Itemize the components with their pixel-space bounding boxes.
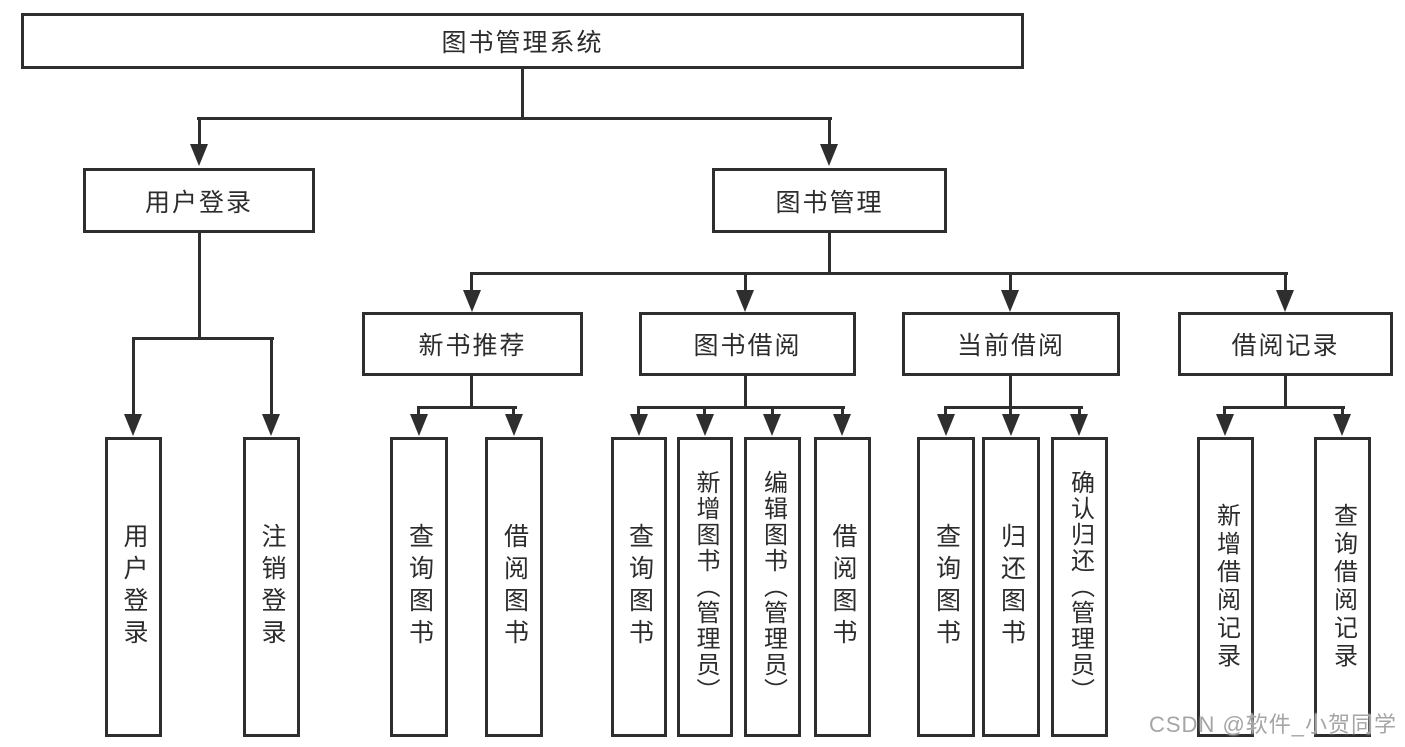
leaf-add-borrow-record-label: 新增借阅记录 xyxy=(1212,503,1240,671)
node-new-book-recommend: 新书推荐 xyxy=(362,312,583,376)
leaf-query-books-recommend-label: 查询图书 xyxy=(405,523,434,651)
leaf-add-books-admin-label: 新增图书（管理员） xyxy=(692,470,719,704)
connector-line xyxy=(828,233,831,275)
connector-line xyxy=(470,272,1288,275)
leaf-query-borrow-record-label: 查询借阅记录 xyxy=(1329,503,1357,671)
leaf-confirm-return-admin: 确认归还（管理员） xyxy=(1051,437,1108,737)
node-current-borrow-label: 当前借阅 xyxy=(956,332,1065,360)
connector-line xyxy=(132,337,274,340)
arrowhead-down-icon xyxy=(736,290,754,312)
connector-line xyxy=(1009,409,1012,417)
node-borrow-records-label: 借阅记录 xyxy=(1231,332,1340,360)
leaf-borrow-books-recommend-label: 借阅图书 xyxy=(500,523,529,651)
connector-line xyxy=(841,409,844,417)
csdn-watermark: CSDN @软件_小贺同学 xyxy=(1149,712,1398,737)
connector-line xyxy=(1009,376,1012,409)
leaf-add-borrow-record: 新增借阅记录 xyxy=(1197,437,1254,737)
connector-line xyxy=(1341,409,1344,417)
connector-line xyxy=(828,120,831,146)
leaf-borrow-books-recommend: 借阅图书 xyxy=(485,437,543,737)
arrowhead-down-icon xyxy=(505,414,523,436)
node-current-borrow: 当前借阅 xyxy=(902,312,1120,376)
connector-line xyxy=(1284,275,1287,292)
connector-line xyxy=(270,340,273,416)
connector-line xyxy=(1223,406,1345,409)
leaf-user-login: 用户登录 xyxy=(105,437,162,737)
connector-line xyxy=(944,406,1083,409)
arrowhead-down-icon xyxy=(1070,414,1088,436)
arrowhead-down-icon xyxy=(262,414,280,436)
arrowhead-down-icon xyxy=(410,414,428,436)
node-new-book-recommend-label: 新书推荐 xyxy=(418,332,527,360)
connector-line xyxy=(512,409,515,417)
node-user-login: 用户登录 xyxy=(83,168,315,233)
connector-line xyxy=(703,409,706,417)
arrowhead-down-icon xyxy=(833,414,851,436)
node-book-management-label: 图书管理 xyxy=(775,188,884,217)
node-book-borrow-label: 图书借阅 xyxy=(693,332,802,360)
leaf-query-books-borrow-label: 查询图书 xyxy=(625,523,654,651)
arrowhead-down-icon xyxy=(820,144,838,166)
leaf-query-books-current-label: 查询图书 xyxy=(932,523,961,651)
leaf-user-login-label: 用户登录 xyxy=(120,523,148,651)
connector-line xyxy=(771,409,774,417)
arrowhead-down-icon xyxy=(630,414,648,436)
arrowhead-down-icon xyxy=(1276,290,1294,312)
connector-line xyxy=(637,406,845,409)
connector-line xyxy=(1009,275,1012,292)
leaf-return-books-label: 归还图书 xyxy=(997,523,1026,651)
leaf-logout-label: 注销登录 xyxy=(258,523,286,651)
arrowhead-down-icon xyxy=(696,414,714,436)
connector-line xyxy=(744,376,747,409)
leaf-borrow-books: 借阅图书 xyxy=(814,437,871,737)
node-user-login-label: 用户登录 xyxy=(144,188,253,217)
arrowhead-down-icon xyxy=(463,290,481,312)
node-book-management: 图书管理 xyxy=(712,168,947,233)
connector-line xyxy=(198,120,201,146)
leaf-query-borrow-record: 查询借阅记录 xyxy=(1314,437,1371,737)
connector-line xyxy=(417,409,420,417)
leaf-return-books: 归还图书 xyxy=(982,437,1040,737)
leaf-query-books-borrow: 查询图书 xyxy=(611,437,667,737)
node-root-system: 图书管理系统 xyxy=(21,13,1024,69)
leaf-query-books-current: 查询图书 xyxy=(917,437,975,737)
arrowhead-down-icon xyxy=(124,414,142,436)
node-root-system-label: 图书管理系统 xyxy=(441,29,604,57)
connector-line xyxy=(470,376,473,409)
leaf-confirm-return-admin-label: 确认归还（管理员） xyxy=(1066,470,1094,704)
leaf-edit-books-admin-label: 编辑图书（管理员） xyxy=(759,470,787,704)
connector-line xyxy=(198,233,201,340)
arrowhead-down-icon xyxy=(190,144,208,166)
connector-line xyxy=(744,275,747,292)
leaf-logout: 注销登录 xyxy=(243,437,300,737)
leaf-query-books-recommend: 查询图书 xyxy=(390,437,448,737)
connector-line xyxy=(470,275,473,292)
arrowhead-down-icon xyxy=(763,414,781,436)
connector-line xyxy=(1223,409,1226,417)
leaf-edit-books-admin: 编辑图书（管理员） xyxy=(744,437,801,737)
node-book-borrow: 图书借阅 xyxy=(639,312,856,376)
arrowhead-down-icon xyxy=(1216,414,1234,436)
connector-line xyxy=(521,69,524,120)
connector-line xyxy=(1284,376,1287,409)
leaf-add-books-admin: 新增图书（管理员） xyxy=(677,437,733,737)
connector-line xyxy=(1078,409,1081,417)
arrowhead-down-icon xyxy=(937,414,955,436)
arrowhead-down-icon xyxy=(1333,414,1351,436)
connector-line xyxy=(417,406,517,409)
connector-line xyxy=(197,117,832,120)
arrowhead-down-icon xyxy=(1001,290,1019,312)
leaf-borrow-books-label: 借阅图书 xyxy=(829,523,857,651)
arrowhead-down-icon xyxy=(1002,414,1020,436)
connector-line xyxy=(132,340,135,416)
node-borrow-records: 借阅记录 xyxy=(1178,312,1393,376)
connector-line xyxy=(637,409,640,417)
connector-line xyxy=(944,409,947,417)
